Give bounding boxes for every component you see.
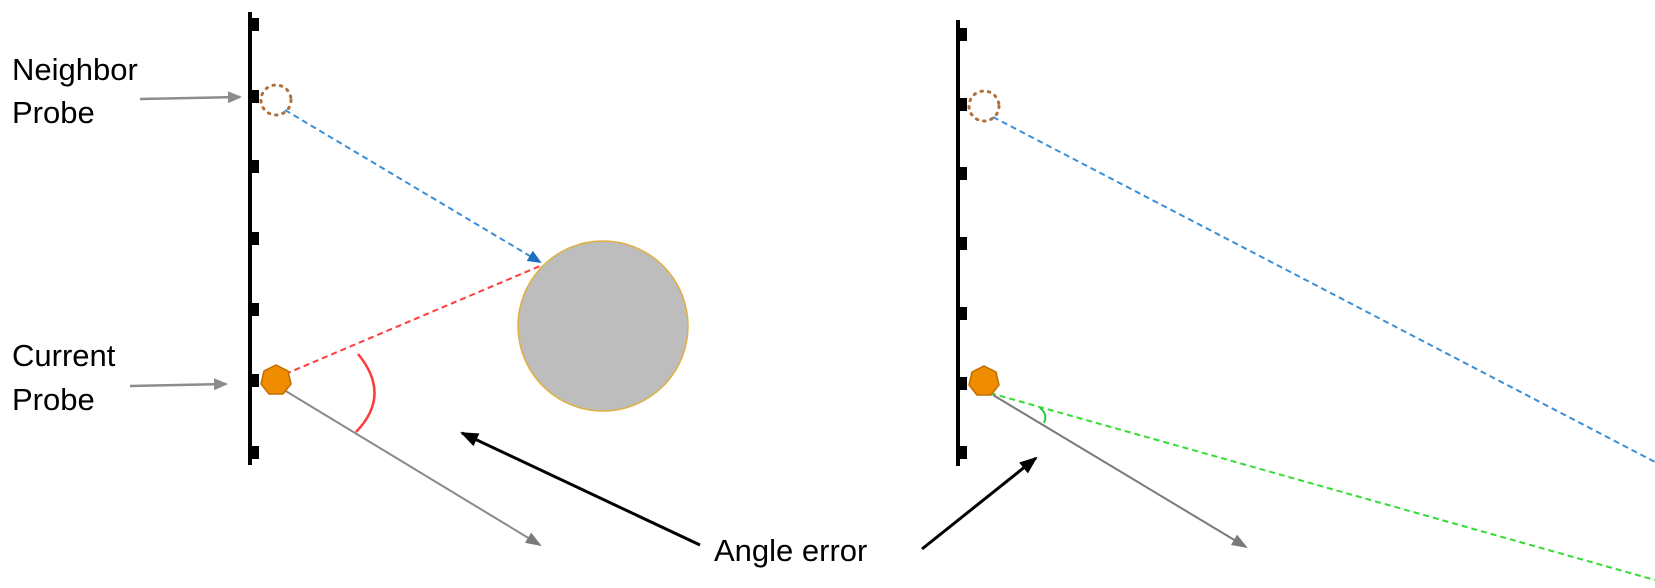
neighbor-probe-ray-right xyxy=(992,116,1655,463)
angle-error-label: Angle error xyxy=(714,533,867,568)
right-wall xyxy=(956,20,967,466)
current-probe-label-line1: Current xyxy=(12,338,116,373)
right-panel xyxy=(956,20,1655,581)
angle-error-arrow-right xyxy=(921,456,1038,551)
neighbor-probe-icon xyxy=(259,83,293,117)
neighbor-probe-ray xyxy=(284,109,542,264)
neighbor-label-pointer-arrow xyxy=(139,91,242,104)
current-probe-direction-ray-right xyxy=(992,394,1248,549)
left-wall xyxy=(248,12,259,465)
angle-error-arrow-left xyxy=(460,431,701,547)
current-probe-direction-ray xyxy=(283,389,542,547)
current-probe-icon xyxy=(260,364,292,395)
neighbor-probe-icon-right xyxy=(967,89,1001,123)
angle-error-arc-left xyxy=(355,353,376,433)
angle-error-annotation: Angle error xyxy=(460,431,1038,568)
left-panel: Neighbor Probe Current Probe xyxy=(12,12,689,547)
angle-error-arc-right xyxy=(1039,407,1047,424)
current-probe-icon-right xyxy=(968,365,1000,396)
current-probe-ray-to-hit xyxy=(275,265,541,379)
neighbor-probe-label-line2: Probe xyxy=(12,95,95,130)
neighbor-probe-label-line1: Neighbor xyxy=(12,52,138,87)
current-probe-label-line2: Probe xyxy=(12,382,95,417)
current-probe-ray-right xyxy=(989,392,1655,581)
occluder-sphere xyxy=(517,240,689,412)
current-label-pointer-arrow xyxy=(129,378,228,391)
